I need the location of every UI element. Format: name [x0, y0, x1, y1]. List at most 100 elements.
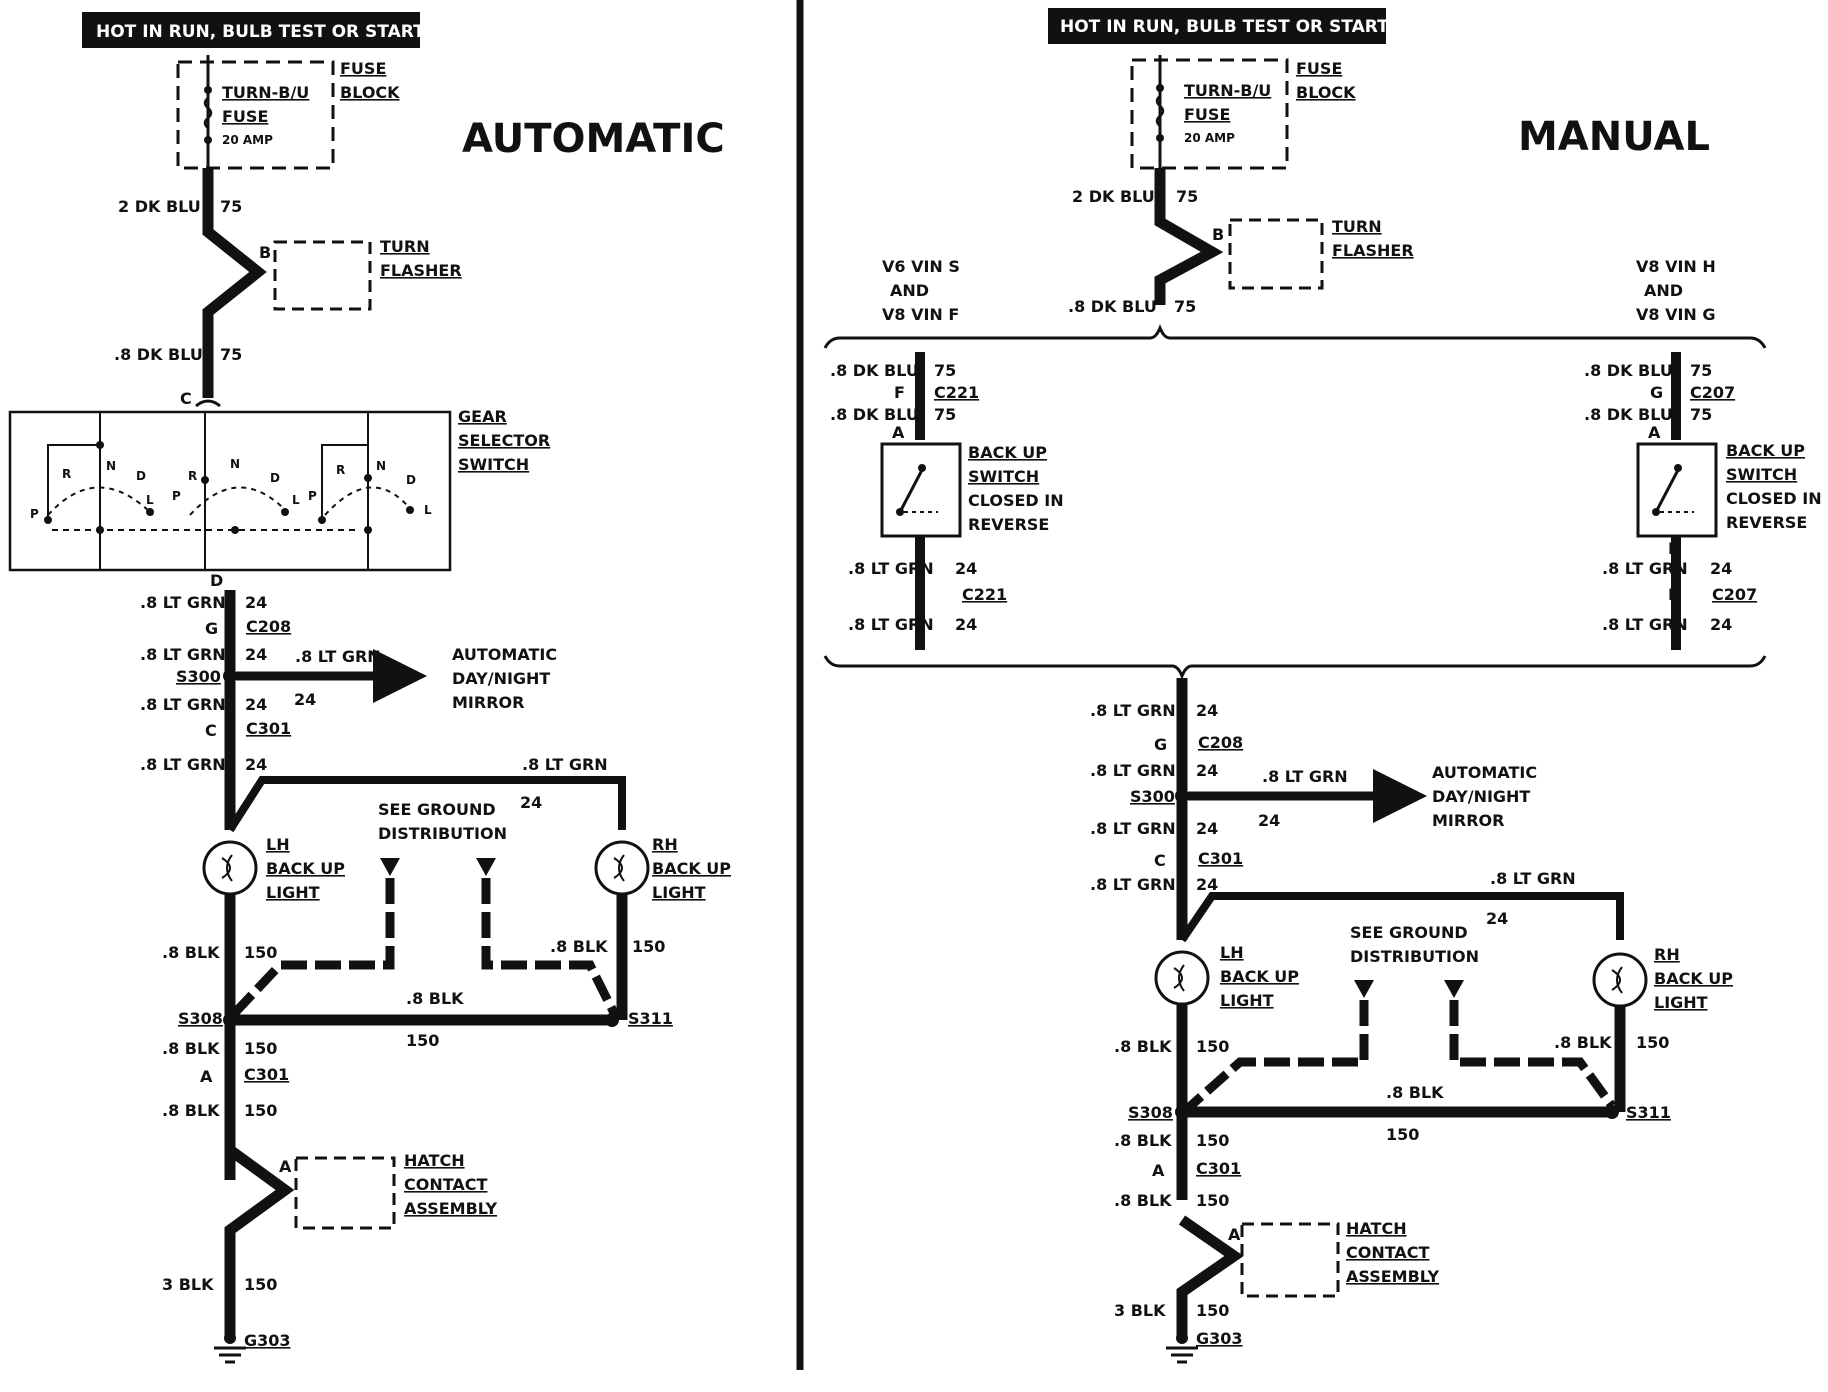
svg-text:3 BLK: 3 BLK	[1114, 1301, 1166, 1320]
svg-text:C208: C208	[1198, 733, 1243, 752]
svg-text:LIGHT: LIGHT	[652, 883, 706, 902]
svg-text:24: 24	[245, 645, 267, 664]
svg-text:G: G	[1650, 383, 1663, 402]
svg-text:3 BLK: 3 BLK	[162, 1275, 214, 1294]
svg-text:TURN: TURN	[380, 237, 430, 256]
svg-text:.8 LT GRN: .8 LT GRN	[140, 645, 226, 664]
svg-text:75: 75	[220, 345, 242, 364]
svg-text:24: 24	[1710, 615, 1732, 634]
fuse-label-left: FUSE	[222, 107, 268, 126]
svg-text:BACK UP: BACK UP	[1654, 969, 1733, 988]
svg-text:CLOSED IN: CLOSED IN	[1726, 489, 1822, 508]
svg-text:.8 LT GRN: .8 LT GRN	[1090, 701, 1176, 720]
svg-text:150: 150	[1196, 1301, 1229, 1320]
svg-text:24: 24	[1486, 909, 1508, 928]
svg-text:D: D	[210, 571, 223, 590]
svg-text:LIGHT: LIGHT	[1220, 991, 1274, 1010]
svg-text:.8 BLK: .8 BLK	[1114, 1037, 1172, 1056]
svg-text:P: P	[30, 507, 39, 521]
svg-text:C221: C221	[962, 585, 1007, 604]
svg-text:C221: C221	[934, 383, 979, 402]
svg-text:.8 LT GRN: .8 LT GRN	[848, 615, 934, 634]
svg-text:AUTOMATIC: AUTOMATIC	[452, 645, 557, 664]
svg-text:LIGHT: LIGHT	[266, 883, 320, 902]
svg-text:24: 24	[520, 793, 542, 812]
svg-text:.8 LT GRN: .8 LT GRN	[1262, 767, 1348, 786]
svg-text:D: D	[270, 471, 280, 485]
svg-text:AND: AND	[1644, 281, 1683, 300]
svg-text:BACK UP: BACK UP	[1726, 441, 1805, 460]
svg-text:MIRROR: MIRROR	[452, 693, 524, 712]
svg-text:24: 24	[1196, 701, 1218, 720]
svg-text:TURN: TURN	[1332, 217, 1382, 236]
svg-text:A: A	[1152, 1161, 1165, 1180]
svg-text:CONTACT: CONTACT	[1346, 1243, 1430, 1262]
svg-text:24: 24	[1710, 559, 1732, 578]
svg-text:.8 LT GRN: .8 LT GRN	[1602, 615, 1688, 634]
svg-text:V8 VIN H: V8 VIN H	[1636, 257, 1716, 276]
svg-text:L: L	[292, 493, 300, 507]
svg-text:.8 BLK: .8 BLK	[1114, 1131, 1172, 1150]
svg-text:V6 VIN S: V6 VIN S	[882, 257, 960, 276]
svg-text:SWITCH: SWITCH	[1726, 465, 1797, 484]
turn-flasher-left	[273, 240, 372, 311]
banner-left-text: HOT IN RUN, BULB TEST OR START	[96, 22, 425, 42]
ground-g303-right: G303	[1196, 1329, 1243, 1348]
svg-text:GEAR: GEAR	[458, 407, 507, 426]
svg-text:.8 DK BLU: .8 DK BLU	[114, 345, 203, 364]
turn-flasher-right	[1228, 218, 1324, 290]
svg-text:DAY/NIGHT: DAY/NIGHT	[1432, 787, 1530, 806]
svg-text:RH: RH	[652, 835, 678, 854]
svg-text:.8 BLK: .8 BLK	[1554, 1033, 1612, 1052]
svg-text:24: 24	[245, 755, 267, 774]
svg-text:150: 150	[632, 937, 665, 956]
banner-right	[1048, 8, 1386, 44]
svg-text:20 AMP: 20 AMP	[1184, 131, 1235, 145]
svg-text:C301: C301	[1198, 849, 1243, 868]
fuse-block-label-2: BLOCK	[340, 83, 400, 102]
svg-text:DISTRIBUTION: DISTRIBUTION	[1350, 947, 1479, 966]
svg-text:G: G	[1154, 735, 1167, 754]
svg-text:LIGHT: LIGHT	[1654, 993, 1708, 1012]
svg-text:150: 150	[1386, 1125, 1419, 1144]
svg-text:CLOSED IN: CLOSED IN	[968, 491, 1064, 510]
svg-text:C: C	[1154, 851, 1166, 870]
svg-text:L: L	[146, 493, 154, 507]
hatch-contact-assembly-right	[1240, 1222, 1340, 1298]
svg-text:SWITCH: SWITCH	[968, 467, 1039, 486]
svg-text:.8 LT GRN: .8 LT GRN	[1090, 819, 1176, 838]
svg-text:75: 75	[934, 405, 956, 424]
svg-text:.8 LT GRN: .8 LT GRN	[140, 695, 226, 714]
fuse-block-right	[1130, 58, 1289, 170]
svg-text:BACK UP: BACK UP	[652, 859, 731, 878]
svg-text:AND: AND	[890, 281, 929, 300]
splice-s311-left: S311	[628, 1009, 673, 1028]
svg-text:150: 150	[244, 1275, 277, 1294]
splice-s300-left: S300	[176, 667, 221, 686]
banner-right-text: HOT IN RUN, BULB TEST OR START	[1060, 17, 1389, 37]
svg-text:AUTOMATIC: AUTOMATIC	[1432, 763, 1537, 782]
svg-text:SELECTOR: SELECTOR	[458, 431, 550, 450]
svg-text:C207: C207	[1690, 383, 1735, 402]
svg-text:REVERSE: REVERSE	[1726, 513, 1807, 532]
svg-text:24: 24	[245, 695, 267, 714]
svg-text:75: 75	[1690, 361, 1712, 380]
title-manual: MANUAL	[1518, 114, 1710, 160]
banner-left	[82, 12, 420, 48]
svg-text:C301: C301	[1196, 1159, 1241, 1178]
svg-text:HATCH: HATCH	[1346, 1219, 1407, 1238]
svg-text:2 DK BLU: 2 DK BLU	[118, 197, 201, 216]
svg-text:ASSEMBLY: ASSEMBLY	[404, 1199, 497, 1218]
svg-text:150: 150	[1636, 1033, 1669, 1052]
svg-text:150: 150	[244, 1039, 277, 1058]
svg-text:R: R	[62, 467, 71, 481]
svg-text:.8 BLK: .8 BLK	[1386, 1083, 1444, 1102]
svg-text:150: 150	[1196, 1191, 1229, 1210]
svg-text:A: A	[1228, 1225, 1241, 1244]
svg-text:150: 150	[244, 943, 277, 962]
svg-text:2 DK BLU: 2 DK BLU	[1072, 187, 1155, 206]
svg-text:D: D	[136, 469, 146, 483]
svg-text:.8 LT GRN: .8 LT GRN	[295, 647, 381, 666]
svg-text:C207: C207	[1712, 585, 1757, 604]
svg-text:.8 BLK: .8 BLK	[406, 989, 464, 1008]
